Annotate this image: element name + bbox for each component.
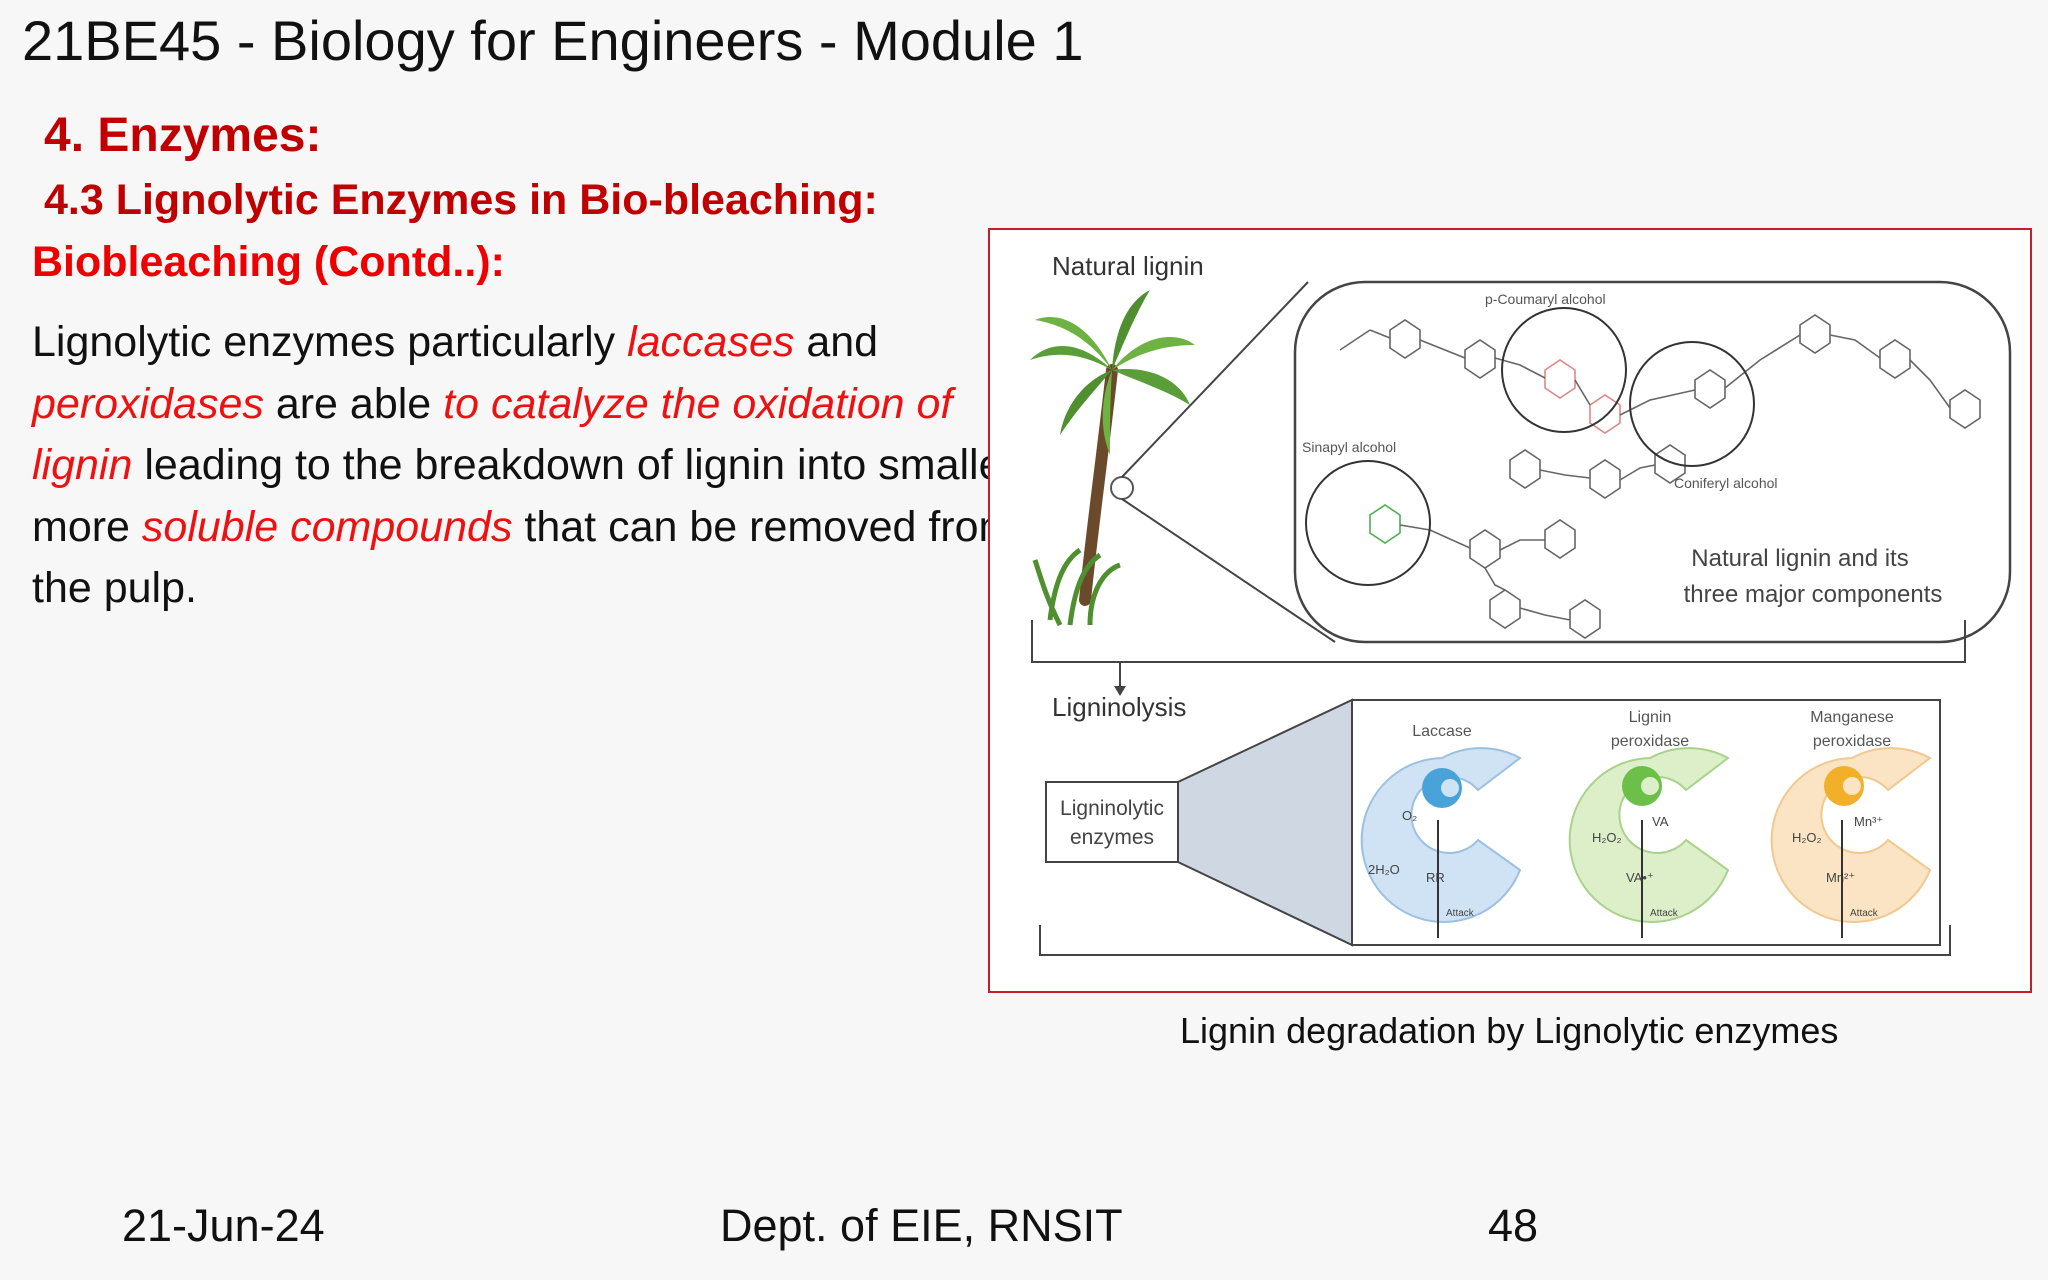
mnp-attack: Attack <box>1850 908 1879 919</box>
zoom-line-top <box>1121 281 1309 478</box>
mnp-mn2: Mn²⁺ <box>1826 870 1855 885</box>
mnp-label-line1: Manganese <box>1810 709 1894 726</box>
lip-va: VA <box>1652 814 1669 829</box>
footer-department: Dept. of EIE, RNSIT <box>720 1200 1123 1251</box>
lip-attack: Attack <box>1650 908 1679 919</box>
laccase-rr: RR <box>1426 870 1445 885</box>
lip-label-line2: peroxidase <box>1611 733 1689 750</box>
emphasis-catalyze-oxidation: to catalyze the oxidation of lignin <box>32 379 953 490</box>
laccase-h2o: 2H₂O <box>1368 862 1400 877</box>
lip-label-line1: Lignin <box>1629 709 1672 726</box>
mnp-label-line2: peroxidase <box>1813 733 1891 750</box>
natural-lignin-label: Natural lignin <box>1052 251 1204 281</box>
body-paragraph: Lignolytic enzymes particularly laccases… <box>32 312 1022 620</box>
lignin-structure-panel <box>1293 280 2012 644</box>
enzymes-box-line2: enzymes <box>1070 826 1154 849</box>
coumaryl-highlight-circle <box>1501 307 1627 433</box>
coniferyl-highlight-circle <box>1629 341 1755 467</box>
emphasis-peroxidases: peroxidases <box>32 379 264 428</box>
body-text: that can be removed from the pulp. <box>32 502 1015 613</box>
emphasis-soluble-compounds: soluble compounds <box>141 502 513 551</box>
lip-h2o2: H₂O₂ <box>1592 830 1622 845</box>
enzymes-box-line1: Ligninolytic <box>1060 797 1164 820</box>
bottom-bracket <box>1039 925 1951 956</box>
sinapyl-highlight-circle <box>1305 460 1431 586</box>
laccase-attack: Attack <box>1446 908 1475 919</box>
slide-title: 21BE45 - Biology for Engineers - Module … <box>22 9 1084 72</box>
body-text: Lignolytic enzymes particularly <box>32 318 628 366</box>
laccase-enzyme-shape <box>1360 747 1522 923</box>
body-text: are able <box>263 379 444 428</box>
section-heading: 4. Enzymes: <box>44 109 322 162</box>
topic-heading: Biobleaching (Contd..): <box>32 238 505 286</box>
laccase-label: Laccase <box>1412 723 1472 740</box>
figure-diagram: Natural lignin <box>1030 251 2012 956</box>
palm-tree-icon <box>1030 290 1195 627</box>
emphasis-laccases: laccases <box>627 318 795 366</box>
zoom-trapezoid <box>1177 698 1353 947</box>
lignin-molecule-network <box>1339 314 1981 639</box>
arrow-head-icon <box>1114 686 1126 696</box>
ligninolysis-label: Ligninolysis <box>1052 692 1186 722</box>
ligninolytic-enzymes-box <box>1045 781 1179 863</box>
lignin-peroxidase-enzyme-shape <box>1568 747 1730 923</box>
laccase-o2: O₂ <box>1402 808 1417 823</box>
footer-date: 21-Jun-24 <box>122 1200 325 1251</box>
components-caption-line2: three major components <box>1684 581 1943 608</box>
body-text: and <box>794 318 879 366</box>
coniferyl-label: Coniferyl alcohol <box>1674 475 1778 491</box>
figure-caption: Lignin degradation by Lignolytic enzymes <box>1180 1010 1839 1051</box>
top-bracket <box>1031 620 1966 663</box>
sinapyl-label: Sinapyl alcohol <box>1302 439 1396 455</box>
lignin-degradation-figure: Natural lignin <box>988 228 2032 993</box>
manganese-peroxidase-enzyme-shape <box>1770 747 1932 923</box>
section-subheading: 4.3 Lignolytic Enzymes in Bio-bleaching: <box>44 176 878 224</box>
zoom-line-bottom <box>1121 498 1336 643</box>
components-caption-line1: Natural lignin and its <box>1691 545 1908 572</box>
body-text: leading to the breakdown of lignin into … <box>32 441 1017 551</box>
footer-page-number: 48 <box>1488 1200 1539 1251</box>
coumaryl-label: p-Coumaryl alcohol <box>1485 291 1606 307</box>
mnp-h2o2: H₂O₂ <box>1792 830 1822 845</box>
mnp-mn3: Mn³⁺ <box>1854 814 1883 829</box>
lip-va-radical: VA•⁺ <box>1626 870 1654 885</box>
